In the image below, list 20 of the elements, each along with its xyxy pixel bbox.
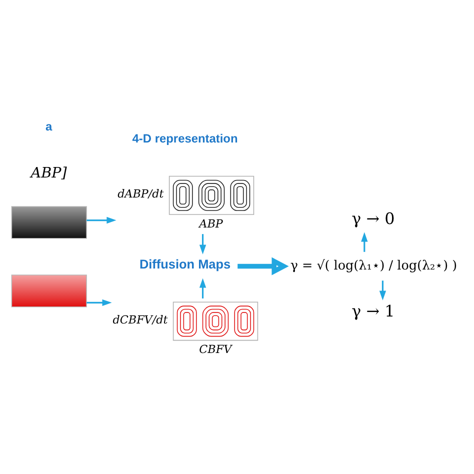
label: 4-D representation (132, 131, 238, 146)
arrow (379, 280, 386, 300)
node-text: γ → 1 (352, 301, 395, 320)
node-label: CBFV (199, 343, 232, 356)
node-picture (11, 206, 87, 239)
node-text: Diffusion Maps (139, 256, 231, 272)
label: ABP] (30, 165, 67, 182)
node-label: dABP/dt (118, 188, 164, 201)
node-text: γ → 0 (352, 209, 395, 228)
node-picture (11, 274, 87, 308)
node-text: γ = √( log(λ₁⋆) / log(λ₂⋆) ) (290, 258, 458, 274)
arrow (199, 278, 206, 298)
arrow (361, 232, 368, 252)
arrow (86, 216, 116, 224)
label: a (46, 120, 52, 134)
arrow (238, 257, 289, 276)
arrow (86, 299, 112, 306)
node-label: dCBFV/dt (112, 313, 168, 326)
arrow (199, 234, 206, 254)
node-label: ABP (199, 217, 223, 230)
